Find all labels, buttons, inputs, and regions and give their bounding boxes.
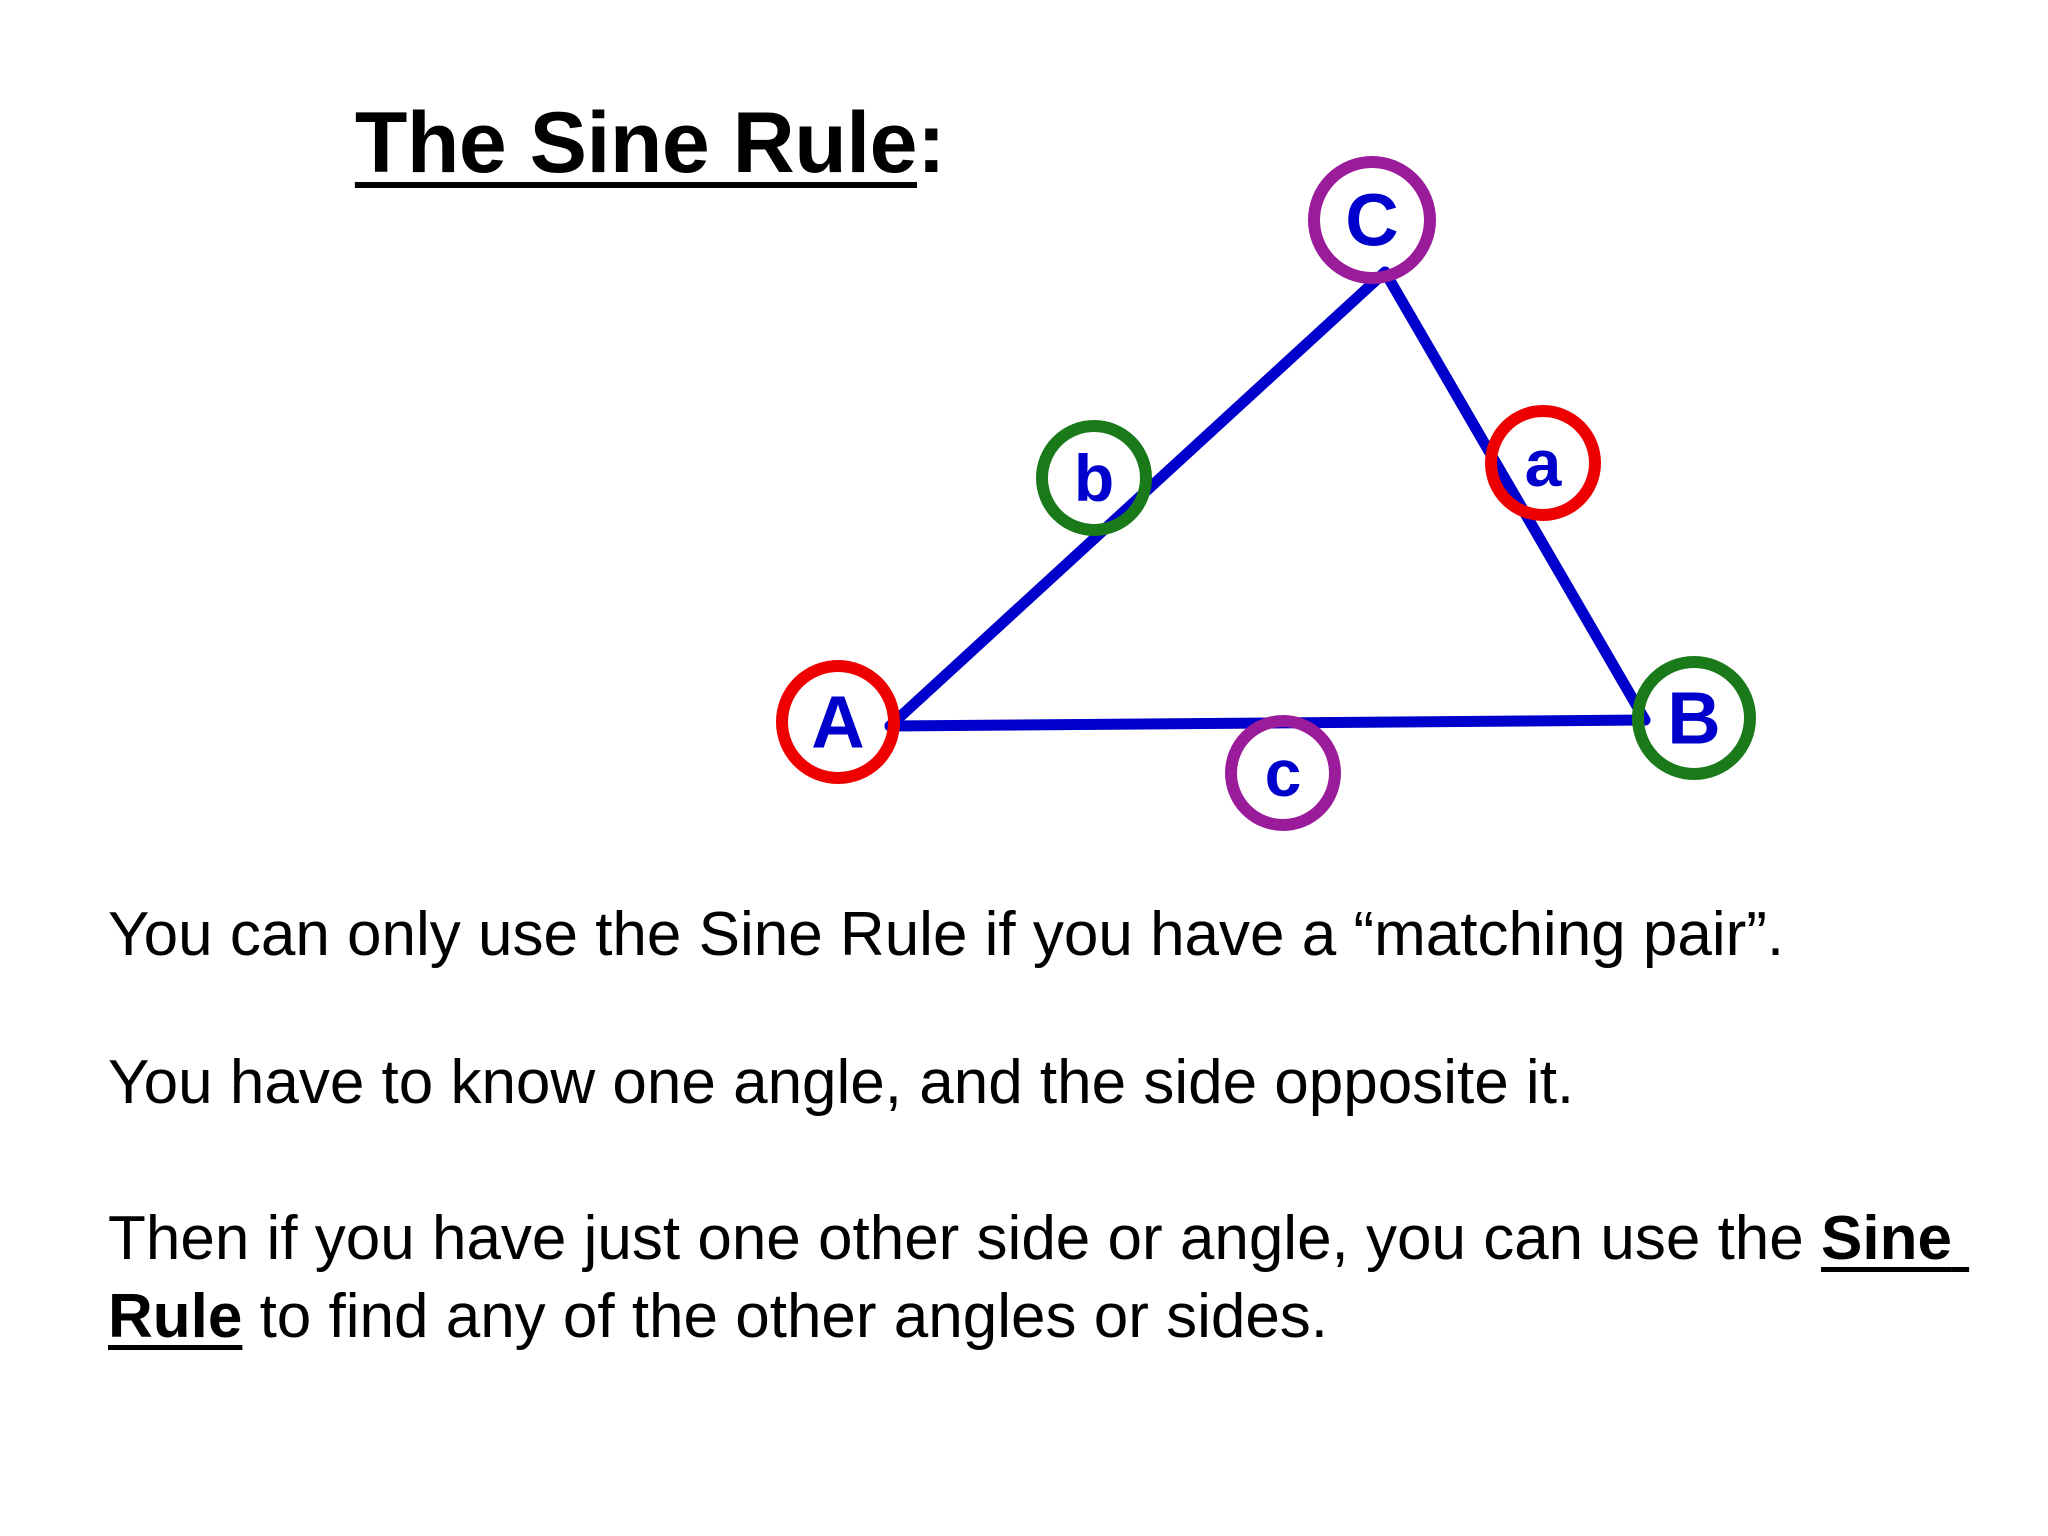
page-title-colon: :: [917, 95, 946, 191]
side-label-a: a: [1485, 405, 1601, 521]
triangle-diagram: C A B a b c: [776, 156, 1756, 831]
body-paragraph-3: Then if you have just one other side or …: [108, 1200, 1968, 1356]
body-paragraph-3-tail: to find any of the other angles or sides…: [242, 1282, 1329, 1351]
body-paragraph-3-emphasis: Sine Rule: [108, 1204, 1970, 1351]
vertex-a-text: A: [811, 681, 864, 764]
vertex-c-ring: [1308, 156, 1436, 284]
vertex-b-text: B: [1667, 677, 1720, 760]
side-b-text: b: [1074, 441, 1114, 515]
vertex-label-a: A: [776, 660, 900, 784]
side-c-ring: [1225, 715, 1341, 831]
triangle-edge-cb: [1379, 266, 1651, 726]
vertex-label-c: C: [1308, 156, 1436, 284]
body-paragraph-1: You can only use the Sine Rule if you ha…: [108, 900, 1785, 969]
side-label-b: b: [1036, 420, 1152, 536]
side-a-text: a: [1525, 426, 1563, 500]
page-title-underlined-text: The Sine Rule: [354, 95, 918, 191]
body-paragraph-3-lead: Then if you have just one other side or …: [108, 1204, 1821, 1273]
side-label-c: c: [1225, 715, 1341, 831]
page-title: The Sine Rule:: [0, 98, 1300, 188]
vertex-label-b: B: [1632, 656, 1756, 780]
vertex-c-text: C: [1345, 179, 1398, 262]
side-c-text: c: [1265, 736, 1302, 810]
side-b-ring: [1036, 420, 1152, 536]
vertex-b-ring: [1632, 656, 1756, 780]
body-paragraph-2: You have to know one angle, and the side…: [108, 1048, 1575, 1117]
side-a-ring: [1485, 405, 1601, 521]
vertex-a-ring: [776, 660, 900, 784]
